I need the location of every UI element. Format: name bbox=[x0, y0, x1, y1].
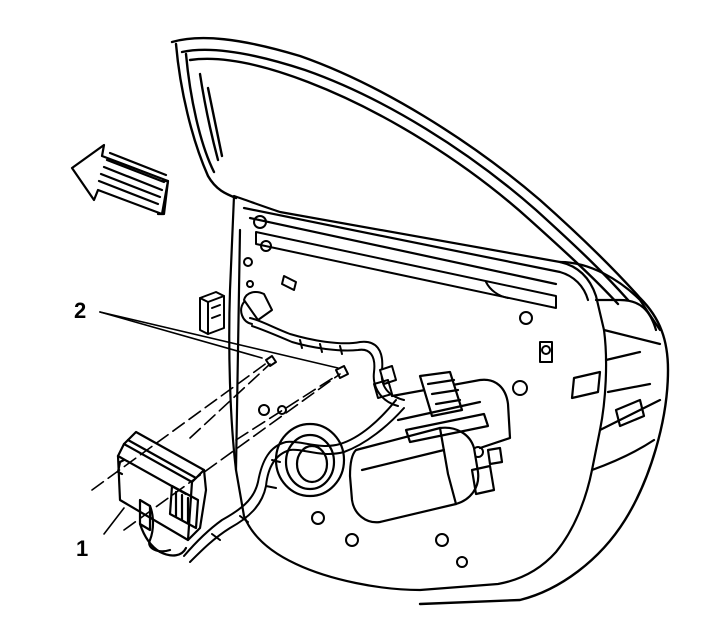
window-regulator-motor bbox=[348, 370, 512, 524]
callout-leaders bbox=[99, 311, 339, 535]
mounting-holes bbox=[243, 215, 553, 568]
callout-1-label: 1 bbox=[76, 536, 88, 561]
alignment-lines bbox=[91, 361, 341, 531]
callout-2-label: 2 bbox=[74, 298, 86, 323]
inner-door-panel bbox=[228, 194, 662, 592]
harness-connector bbox=[199, 291, 225, 335]
direction-arrow-icon bbox=[70, 143, 170, 216]
speaker-opening bbox=[274, 422, 346, 498]
window-channel bbox=[255, 231, 557, 309]
door-control-module bbox=[116, 430, 208, 557]
wiring-harness bbox=[183, 291, 405, 563]
door-shell bbox=[170, 36, 670, 606]
